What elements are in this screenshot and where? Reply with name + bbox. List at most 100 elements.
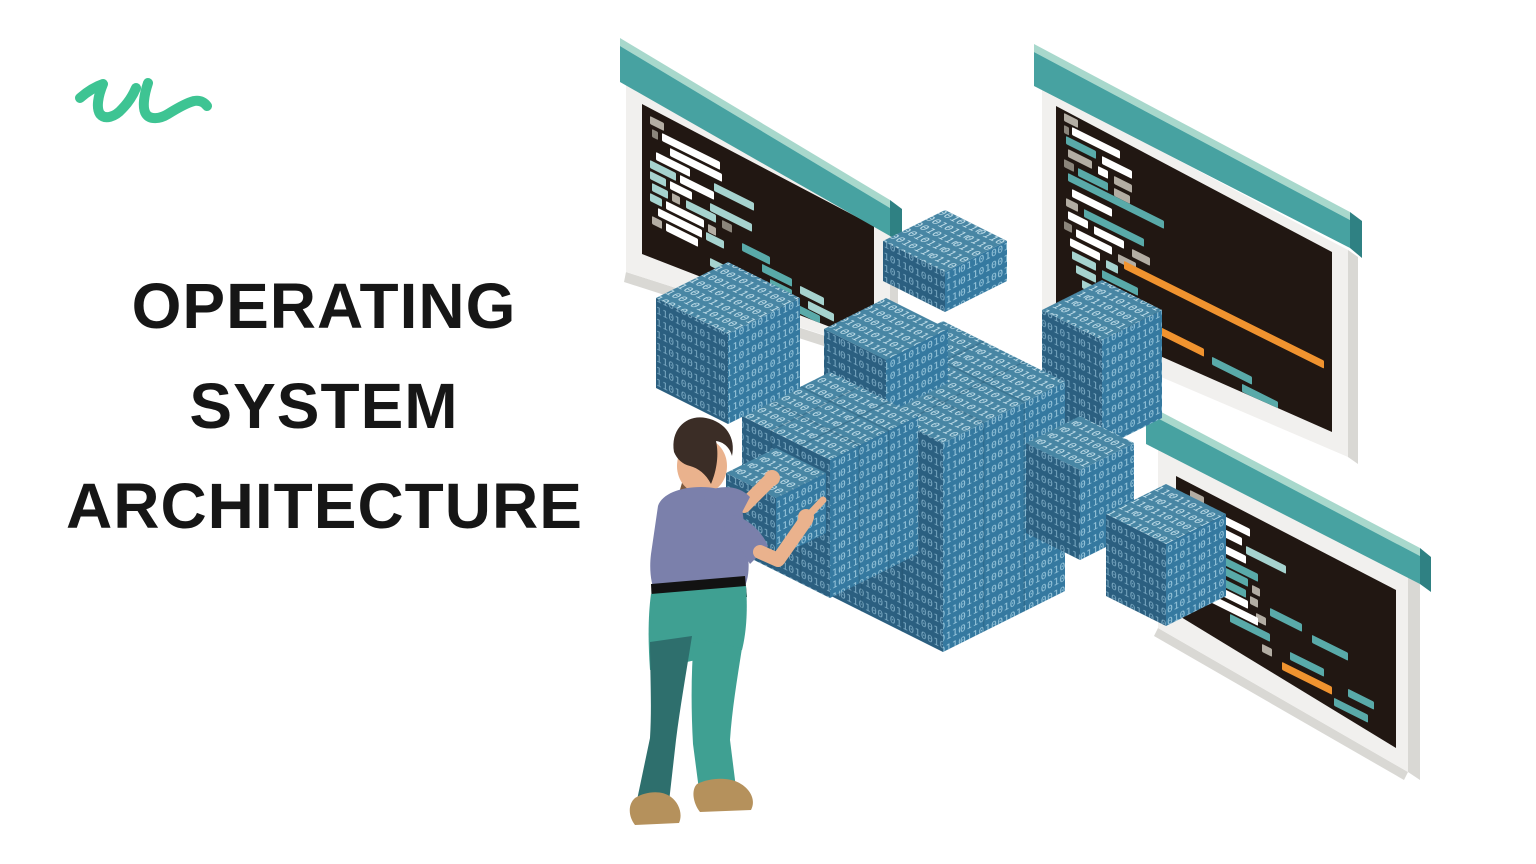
code-line: [1068, 149, 1092, 169]
titlebar-top-edge: [1146, 404, 1420, 556]
code-line: [680, 175, 714, 200]
titlebar: [1146, 412, 1420, 584]
cube-face-right-binary: [886, 329, 948, 414]
binary-cube: [824, 298, 948, 414]
code-line: [1102, 156, 1132, 179]
logo-u-stroke: [75, 78, 212, 124]
code-line: [722, 220, 732, 233]
code-line: [1072, 189, 1112, 217]
code-line: [1154, 324, 1204, 357]
cube-face-top-binary: [1042, 280, 1162, 340]
binary-cube: [656, 262, 800, 424]
code-line: [1246, 546, 1286, 574]
person-sleeve-upper: [704, 487, 750, 520]
cube-face-left-binary: [883, 241, 945, 312]
cube-seam: [800, 385, 890, 432]
binary-cube: [1042, 280, 1162, 448]
cube-face-left-binary: [656, 298, 728, 424]
titlebar-end-cap: [1420, 548, 1431, 592]
cube-seam: [770, 400, 860, 447]
code-line: [710, 203, 752, 232]
logo-u-icon: [75, 78, 212, 124]
code-line: [656, 152, 690, 177]
title-line-1: OPERATING: [131, 270, 517, 342]
person-shoe-left: [629, 792, 681, 825]
cube-face-right-binary: [1166, 514, 1226, 626]
code-line: [1102, 270, 1138, 296]
code-line: [1290, 652, 1324, 677]
cube-seam: [770, 385, 860, 432]
cube-face-top-binary: [1106, 484, 1226, 544]
code-line: [1078, 168, 1108, 191]
person-hair: [673, 417, 733, 484]
cube-face-top-binary: [824, 298, 948, 360]
code-line: [650, 116, 664, 131]
code-line: [658, 208, 702, 238]
binary-cube: [1106, 484, 1226, 626]
code-line: [1230, 614, 1270, 642]
monitor-side-shadow: [1348, 250, 1358, 464]
code-line: [1084, 209, 1144, 247]
cube-face-right-binary: [945, 241, 1007, 312]
code-line: [1282, 662, 1332, 695]
titlebar-top-edge: [1034, 44, 1350, 220]
person-shoe-right: [693, 778, 753, 812]
code-line: [662, 133, 720, 170]
monitor-side-shadow: [1408, 566, 1420, 780]
person-leg-back: [637, 636, 692, 802]
code-line: [686, 200, 716, 223]
code-line: [1252, 585, 1260, 597]
monitor-side-shadow: [1154, 628, 1408, 780]
code-line: [652, 183, 668, 199]
person-leg-front: [691, 638, 742, 790]
person-pointing-finger: [802, 496, 827, 522]
code-line: [1094, 226, 1124, 249]
code-line: [1262, 644, 1272, 657]
code-line: [800, 286, 824, 306]
binary-cube: [883, 210, 1007, 312]
binary-cubes: [656, 210, 1226, 652]
code-line: [1212, 357, 1252, 385]
code-line: [1190, 490, 1204, 505]
code-line: [1072, 251, 1096, 271]
code-line: [650, 160, 676, 181]
person-forearm: [753, 513, 813, 567]
code-line: [1098, 166, 1108, 179]
cube-face-right-binary: [1102, 310, 1162, 448]
code-line: [650, 193, 662, 207]
cube-face-right-binary: [830, 416, 918, 598]
code-line: [1064, 125, 1069, 136]
code-line: [650, 171, 666, 187]
code-line: [1076, 229, 1112, 255]
code-line: [808, 301, 834, 322]
code-line: [670, 148, 722, 182]
code-line: [1106, 260, 1118, 274]
code-line: [1064, 159, 1074, 172]
cube-face-top-binary: [1026, 416, 1134, 470]
code-line: [1132, 249, 1150, 266]
cube-face-right-binary: [728, 298, 800, 424]
code-line: [1124, 261, 1324, 369]
code-line: [1064, 113, 1078, 128]
code-line: [1066, 136, 1096, 159]
code-line: [1312, 635, 1348, 661]
cube-face-top-binary: [883, 210, 1007, 272]
person: [629, 417, 827, 825]
code-line: [1334, 698, 1368, 723]
code-line: [1068, 173, 1164, 229]
page-title: OPERATING SYSTEM ARCHITECTURE: [66, 256, 582, 556]
titlebar-end-cap: [1350, 212, 1362, 258]
titlebar: [620, 46, 890, 236]
code-line: [714, 183, 754, 211]
code-line: [1270, 608, 1302, 632]
cube-face-left-binary: [1106, 514, 1166, 626]
code-lines: [650, 116, 850, 344]
code-line: [652, 216, 662, 229]
monitor-top-right: [1034, 44, 1362, 464]
code-line: [672, 193, 680, 205]
code-lines: [1064, 113, 1324, 410]
code-line: [652, 129, 658, 140]
code-line: [708, 224, 716, 236]
